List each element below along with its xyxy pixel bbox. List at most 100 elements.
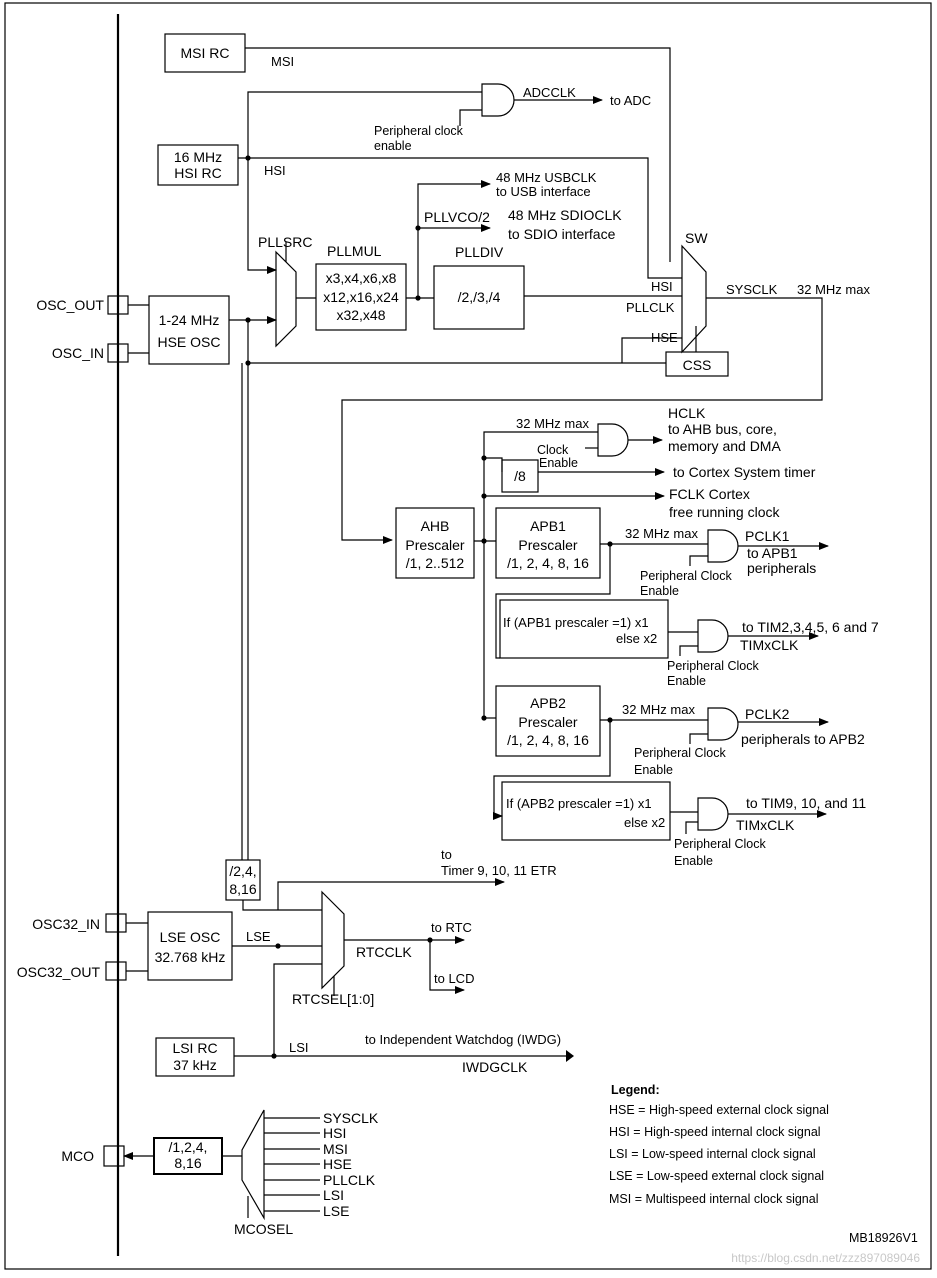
tim1-and-gate [697, 619, 729, 653]
adc-and-gate [481, 83, 515, 117]
pllmul-block [315, 263, 407, 331]
cortex-timer-label: to Cortex System timer [673, 464, 816, 480]
pclk2-label: PCLK2 [745, 706, 790, 722]
div8-feed-line [484, 457, 503, 472]
hse-osc-label-2: HSE OSC [157, 334, 220, 350]
adc-hsi-line [247, 91, 482, 158]
clock-enable-label-1: Clock [537, 443, 569, 457]
plldiv-block-label: /2,/3,/4 [458, 289, 501, 305]
lsi-rc-block [155, 1037, 235, 1077]
mco-input-6: LSE [323, 1203, 349, 1219]
apb1-label-1: APB1 [530, 518, 566, 534]
apb1-max-label: 32 MHz max [625, 526, 698, 541]
pclk1-label: PCLK1 [745, 528, 790, 544]
pclk1-label-3: peripherals [747, 560, 816, 576]
rtc-divider-label-2: 8,16 [229, 881, 256, 897]
iwdg-arrow [566, 1050, 574, 1062]
apb1-label-2: Prescaler [518, 537, 577, 553]
pce1-label-1: Peripheral Clock [640, 569, 732, 583]
sw-label: SW [685, 230, 708, 246]
hsi-rc-label-2: HSI RC [174, 165, 221, 181]
hclk-label: HCLK [668, 405, 706, 421]
legend-title: Legend: [611, 1083, 660, 1097]
legend-item-0: HSE = High-speed external clock signal [609, 1103, 829, 1117]
rtcdiv-to-rtcsel-line [242, 900, 322, 911]
msi-label: MSI [271, 54, 294, 69]
timxclk1-label: TIMxCLK [740, 637, 799, 653]
to-iwdg-label: to Independent Watchdog (IWDG) [365, 1032, 561, 1047]
legend-item-1: HSI = High-speed internal clock signal [609, 1125, 821, 1139]
hse-to-sw-line [621, 337, 682, 363]
plldiv-label: PLLDIV [455, 244, 504, 260]
pce1-label-2: Enable [640, 584, 679, 598]
tim1-enable-line [679, 645, 698, 656]
to-adc-label: to ADC [610, 93, 651, 108]
hclk-tap-line [483, 431, 598, 541]
apb1-label-3: /1, 2, 4, 8, 16 [507, 555, 589, 571]
pce2-label-1: Peripheral Clock [667, 659, 759, 673]
pll-hsi-line [247, 158, 277, 274]
figure-id: MB18926V1 [849, 1231, 918, 1245]
adc-enable-line [459, 109, 482, 126]
apb2-timer-mult-label-1: If (APB2 prescaler =1) x1 [506, 796, 652, 811]
lsi-label: LSI [289, 1040, 309, 1055]
pllmul-label-2: x12,x16,x24 [323, 289, 399, 305]
plldiv-block [433, 265, 525, 330]
mco-input-5: LSI [323, 1187, 344, 1203]
to-timer-label-2: Timer 9, 10, 11 ETR [441, 863, 557, 878]
mco-pin-label: MCO [61, 1148, 94, 1164]
sw-mux [681, 244, 707, 354]
hclk-label-3: memory and DMA [668, 438, 781, 454]
lse-osc-block [147, 911, 233, 981]
lsi-rc-label-2: 37 kHz [173, 1057, 217, 1073]
usbclk-label-1: 48 MHz USBCLK [496, 170, 597, 185]
hse-osc-label-1: 1-24 MHz [159, 312, 220, 328]
sdioclk-label-1: 48 MHz SDIOCLK [508, 207, 622, 223]
apb2-max-label: 32 MHz max [622, 702, 695, 717]
ahb-label-3: /1, 2..512 [406, 555, 465, 571]
diagram-frame [4, 2, 932, 1270]
sysclk-label: SYSCLK [726, 282, 778, 297]
div8-label: /8 [514, 468, 526, 484]
lsi-to-rtcsel-line [273, 963, 322, 1056]
sw-hse-label: HSE [651, 330, 678, 345]
msi-rc-block [164, 33, 246, 73]
pllvco2-label: PLLVCO/2 [424, 209, 490, 225]
msi-rc-label: MSI RC [181, 45, 230, 61]
lse-osc-label-1: LSE OSC [160, 929, 221, 945]
legend-item-3: LSE = Low-speed external clock signal [609, 1169, 824, 1183]
fclk-label-2: free running clock [669, 504, 781, 520]
pclk2-label-2: peripherals to APB2 [741, 731, 865, 747]
css-label: CSS [683, 357, 712, 373]
osc-out-pin-label: OSC_OUT [36, 297, 104, 313]
to-rtc-label: to RTC [431, 920, 472, 935]
sw-pllclk-label: PLLCLK [626, 300, 675, 315]
pllmul-label-3: x32,x48 [336, 307, 385, 323]
rtcsel-mux [321, 890, 345, 990]
usbclk-line [417, 180, 491, 298]
to-timer-label-1: to [441, 847, 452, 862]
apb2-to-timer-line [493, 720, 611, 820]
apb2-label-1: APB2 [530, 695, 566, 711]
tim2-dest-label: to TIM9, 10, and 11 [746, 795, 866, 811]
sw-hsi-label: HSI [651, 279, 673, 294]
pclk1-enable-line [689, 555, 708, 566]
adc-enable-label-2: enable [374, 139, 412, 153]
apb1-timer-mult-block [499, 599, 669, 659]
msi-line [245, 47, 671, 262]
tim2-and-gate [697, 797, 729, 831]
apb1-timer-mult-label-2: else x2 [616, 631, 657, 646]
apb1-timer-mult-label-1: If (APB1 prescaler =1) x1 [503, 615, 649, 630]
apb2-timer-mult-label-2: else x2 [624, 815, 665, 830]
mco-divider-label-2: 8,16 [174, 1155, 201, 1171]
legend-item-2: LSI = Low-speed internal clock signal [609, 1147, 816, 1161]
timxclk2-label: TIMxCLK [736, 817, 795, 833]
div8-block [501, 459, 539, 493]
mco-input-1: HSI [323, 1125, 346, 1141]
tim2-enable-line [685, 821, 698, 834]
legend-item-4: MSI = Multispeed internal clock signal [609, 1192, 818, 1206]
ahb-label-2: Prescaler [405, 537, 464, 553]
lse-label: LSE [246, 929, 271, 944]
